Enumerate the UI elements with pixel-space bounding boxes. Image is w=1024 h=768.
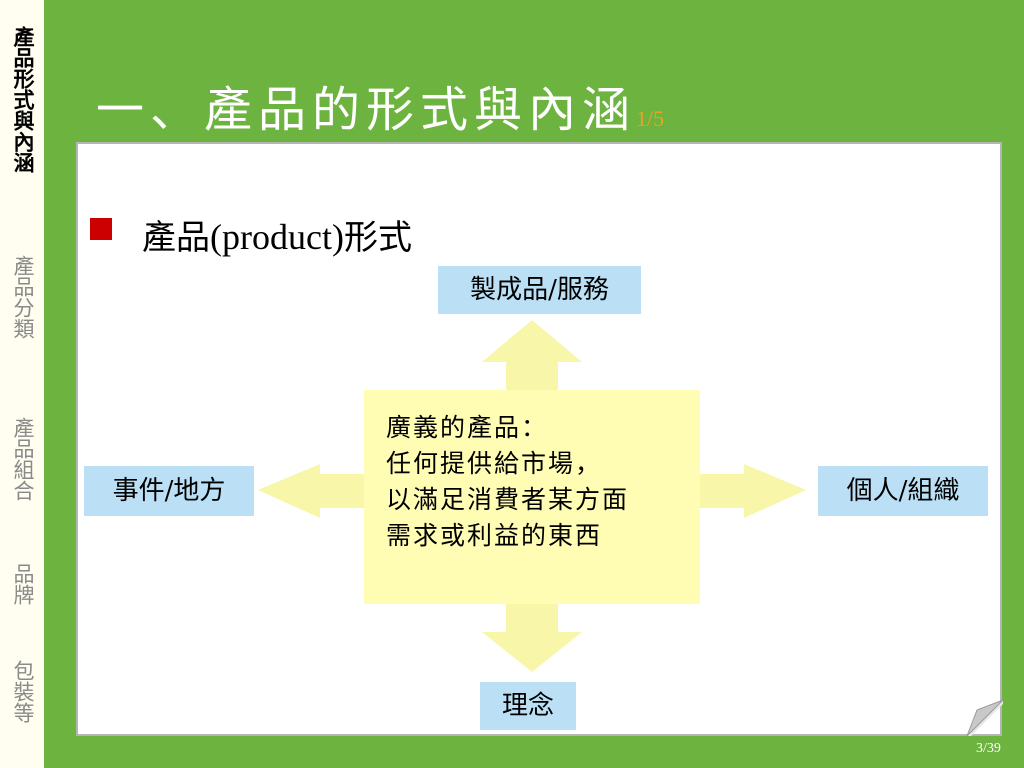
sidebar-item-product-classification[interactable]: 產品分類 [11, 255, 35, 339]
definition-line: 以滿足消費者某方面 [386, 485, 630, 514]
title-page-indicator: 1/5 [636, 106, 665, 131]
arrow-left [258, 464, 366, 518]
definition-line: 需求或利益的東西 [386, 521, 603, 550]
definition-line: 任何提供給市場， [386, 449, 603, 478]
bullet-heading-prefix: 產品 [142, 218, 210, 258]
center-definition-box: 廣義的產品： 任何提供給市場， 以滿足消費者某方面 需求或利益的東西 [364, 390, 700, 604]
page-number: 3/39 [976, 741, 1001, 756]
definition-line: 廣義的產品： [386, 413, 549, 442]
bottom-box-ideas: 理念 [480, 682, 576, 730]
arrow-right [698, 464, 806, 518]
bullet-heading: 產品(product)形式 [142, 210, 412, 259]
bullet-heading-suffix: 形式 [343, 218, 412, 258]
slide-title: 一、產品的形式與內涵1/5 [96, 70, 664, 140]
arrow-down [482, 602, 582, 672]
top-box-goods-services: 製成品/服務 [438, 266, 641, 314]
arrow-up [482, 320, 582, 392]
slide-title-text: 一、產品的形式與內涵 [96, 82, 637, 138]
bullet-heading-latin: (product) [210, 217, 344, 257]
sidebar-item-brand[interactable]: 品牌 [11, 563, 35, 605]
sidebar: 產品形式與內涵 產品分類 產品組合 品牌 包裝等 [0, 0, 44, 768]
right-box-persons-organizations: 個人/組織 [818, 466, 988, 516]
left-box-events-places: 事件/地方 [84, 466, 254, 516]
bullet-square-icon [90, 218, 112, 240]
sidebar-item-product-mix[interactable]: 產品組合 [11, 417, 35, 501]
page-curl-icon[interactable] [965, 700, 1005, 740]
sidebar-item-packaging[interactable]: 包裝等 [11, 660, 35, 723]
sidebar-item-product-form[interactable]: 產品形式與內涵 [11, 26, 36, 173]
